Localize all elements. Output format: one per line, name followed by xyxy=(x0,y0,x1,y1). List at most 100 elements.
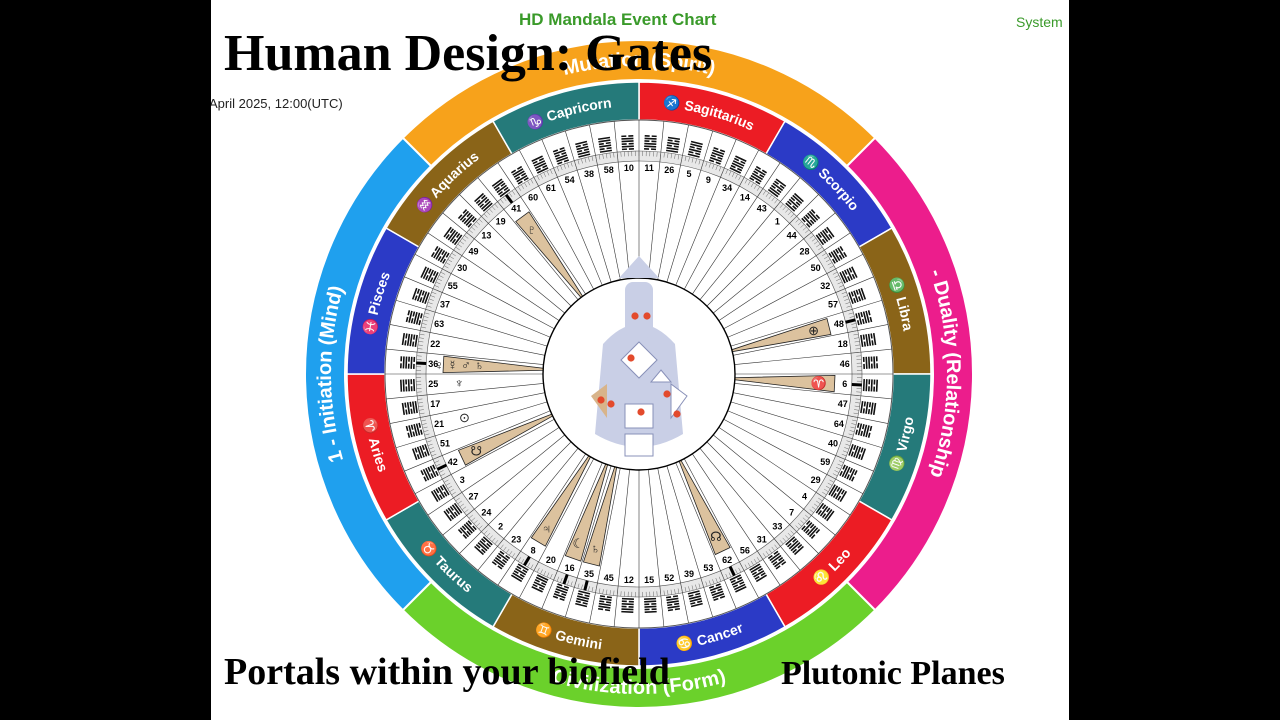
system-link[interactable]: System xyxy=(1016,14,1063,30)
hexagram-line xyxy=(770,554,782,564)
hexagram-line xyxy=(405,386,408,392)
hexagram-line xyxy=(408,310,413,323)
hexagram-line xyxy=(420,266,427,278)
hexagram-line xyxy=(575,600,581,604)
gate-divider xyxy=(727,410,874,472)
hexagram-line xyxy=(792,548,798,554)
tick-mark xyxy=(598,154,601,160)
hexagram-line xyxy=(563,159,570,163)
gate-divider xyxy=(733,392,889,424)
hexagram-line xyxy=(578,153,591,158)
hexagram-line xyxy=(420,429,423,435)
hexagram-line xyxy=(556,585,569,592)
tick-mark xyxy=(570,161,573,167)
hexagram-line xyxy=(561,151,567,156)
hexagram-line xyxy=(712,149,725,155)
hexagram-line xyxy=(807,212,817,223)
hexagram-line xyxy=(621,605,627,608)
hexagram-line xyxy=(840,489,845,495)
hexagram-line xyxy=(755,180,761,185)
tick-mark xyxy=(684,587,687,593)
hexagram-line xyxy=(621,135,627,138)
tick-mark xyxy=(771,546,775,552)
hexagram-line xyxy=(851,273,856,280)
hexagram-line xyxy=(761,169,768,174)
tick-mark xyxy=(427,443,433,446)
tick-mark xyxy=(420,330,426,332)
gate-divider xyxy=(389,392,545,424)
hexagram-line xyxy=(865,425,870,438)
tick-mark xyxy=(667,152,669,158)
hexagram-line xyxy=(856,320,860,326)
hexagram-icon xyxy=(575,590,591,608)
tick-mark xyxy=(835,278,841,282)
tick-mark xyxy=(533,177,537,182)
tick-mark xyxy=(422,426,428,429)
hexagram-line xyxy=(687,153,700,158)
hexagram-line xyxy=(411,448,418,461)
hexagram-line xyxy=(407,310,411,316)
hexagram-line xyxy=(729,167,742,174)
hexagram-line xyxy=(672,595,679,598)
hexagram-line xyxy=(475,543,481,549)
tick-mark xyxy=(747,180,751,186)
hexagram-line xyxy=(435,248,443,260)
hexagram-line xyxy=(785,536,796,546)
hexagram-line xyxy=(875,356,878,362)
hexagram-line xyxy=(875,379,879,392)
gate-divider xyxy=(648,121,665,279)
hexagram-line xyxy=(575,144,581,148)
hexagram-line xyxy=(862,311,868,324)
tick-mark xyxy=(718,166,722,172)
gate-number: 3 xyxy=(460,475,465,485)
hexagram-line xyxy=(666,146,679,151)
hexagram-icon xyxy=(644,597,657,614)
hexagram-line xyxy=(719,595,726,599)
hexagram-line xyxy=(776,188,782,194)
hexagram-line xyxy=(621,597,634,601)
gate-divider xyxy=(427,232,560,321)
hexagram-line xyxy=(870,356,873,362)
hexagram-line xyxy=(479,540,490,550)
hexagram-line xyxy=(437,255,442,262)
gate-number: 20 xyxy=(546,555,556,565)
tick-mark xyxy=(854,405,860,407)
hexagram-line xyxy=(826,226,835,238)
root-center xyxy=(624,433,654,457)
tick-mark xyxy=(595,155,597,161)
hexagram-line xyxy=(563,585,570,589)
gate-divider xyxy=(442,212,565,314)
tick-mark xyxy=(420,419,426,422)
hexagram-line xyxy=(599,149,613,153)
hexagram-line xyxy=(412,379,416,392)
hexagram-line xyxy=(439,485,444,491)
gate-divider xyxy=(459,194,572,307)
tick-mark xyxy=(546,572,550,578)
hexagram-line xyxy=(497,565,503,570)
gate-divider xyxy=(389,324,545,356)
tick-mark xyxy=(774,544,778,549)
tick-mark xyxy=(852,419,858,422)
tick-mark xyxy=(756,557,761,562)
body-graph xyxy=(542,256,736,471)
hexagram-line xyxy=(832,492,837,499)
tick-mark xyxy=(663,152,665,158)
hexagram-line xyxy=(405,425,409,432)
tick-mark xyxy=(588,156,590,162)
tick-mark xyxy=(847,437,853,439)
hexagram-line xyxy=(867,310,871,316)
tick-mark xyxy=(835,466,841,470)
tick-mark xyxy=(674,589,676,595)
tick-mark xyxy=(768,194,773,200)
tick-mark xyxy=(483,530,488,535)
tick-mark xyxy=(491,537,496,542)
tick-mark xyxy=(449,488,455,492)
tick-mark xyxy=(432,288,438,291)
hexagram-line xyxy=(414,400,418,414)
hexagram-line xyxy=(462,534,468,539)
gate-divider xyxy=(395,401,548,449)
hexagram-icon xyxy=(621,134,634,151)
tick-mark xyxy=(722,167,725,173)
hexagram-line xyxy=(860,312,864,318)
hexagram-line xyxy=(410,318,414,324)
